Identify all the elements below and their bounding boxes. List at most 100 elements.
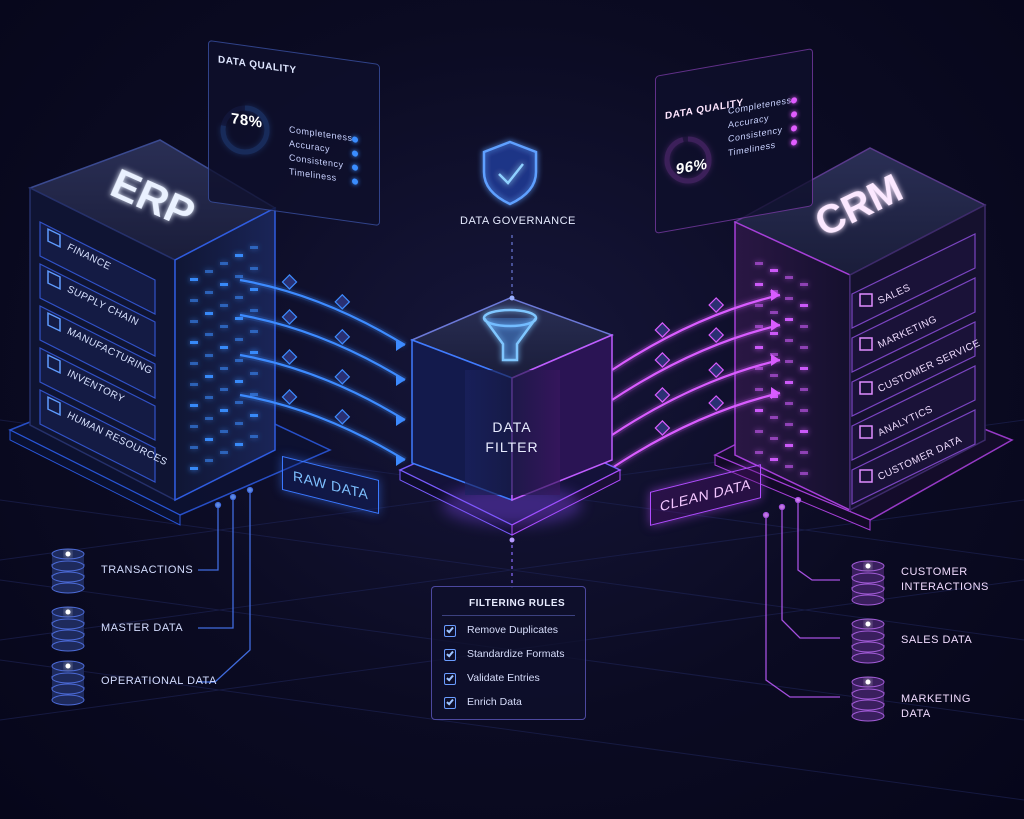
shield-check-icon (482, 140, 538, 206)
arrow-head (771, 289, 780, 301)
data-packet (708, 362, 725, 378)
module-icon (47, 353, 61, 375)
flow-arrow (611, 391, 781, 469)
arrow-head (396, 414, 405, 426)
data-packet (708, 297, 725, 313)
status-dot-icon (352, 150, 358, 157)
database-icon (51, 548, 85, 594)
data-packet (334, 293, 351, 310)
check-mark (446, 697, 454, 706)
data-packet (281, 309, 298, 325)
erp-rack-lights (190, 246, 258, 470)
status-dot-icon (791, 138, 797, 146)
filtering-rules-title: FILTERING RULES (469, 598, 566, 609)
check-mark (446, 673, 454, 682)
module-icon (859, 469, 873, 483)
filter-label-line1: DATA (492, 419, 531, 435)
database-icon (851, 560, 885, 606)
erp-quality-title: DATA QUALITY (218, 54, 297, 77)
status-dot-icon (352, 164, 358, 171)
module-icon (859, 425, 873, 439)
crm-module-tile (851, 321, 976, 417)
database-icon (51, 660, 85, 706)
status-dot-icon (791, 110, 797, 118)
erp-source-connectors (198, 486, 254, 683)
module-icon (859, 381, 873, 395)
erp-source-label: Master Data (101, 622, 184, 634)
data-packet (334, 408, 351, 425)
checkbox-checked-icon (444, 673, 456, 685)
filtering-rule-label: Standardize Formats (467, 648, 565, 660)
raw-data-flows (239, 274, 407, 466)
clean-data-flows (610, 289, 781, 471)
crm-module-tile (851, 409, 976, 505)
database-icon (851, 676, 885, 722)
data-packet (654, 352, 671, 368)
data-packet (654, 420, 671, 436)
arrow-head (396, 339, 405, 351)
data-packet (654, 322, 671, 338)
flow-arrow (239, 393, 406, 461)
funnel-icon (482, 308, 538, 362)
filtering-rule-label: Validate Entries (467, 672, 540, 684)
arrow-head (771, 319, 780, 331)
module-icon (47, 311, 61, 333)
erp-quality-percent: 78% (231, 110, 263, 132)
filter-label-line2: FILTER (485, 439, 538, 455)
status-dot-icon (791, 96, 797, 104)
module-icon (47, 395, 61, 417)
data-packet (281, 389, 298, 405)
erp-module-tile (39, 221, 156, 315)
data-packet (334, 328, 351, 345)
status-dot-icon (352, 136, 358, 143)
filtering-rule-label: Enrich Data (467, 696, 522, 708)
module-icon (47, 227, 61, 249)
arrow-head (771, 354, 780, 366)
flow-arrow (239, 353, 406, 421)
erp-quality-metric: Timeliness (289, 166, 337, 183)
erp-right-face (174, 206, 276, 502)
database-icon (51, 606, 85, 652)
flow-arrow (611, 293, 781, 371)
crm-modules (851, 233, 976, 505)
erp-source-label: Transactions (101, 564, 194, 576)
arrow-head (396, 374, 405, 386)
flow-arrow (611, 323, 781, 401)
erp-source-label: Operational Data (101, 675, 217, 687)
erp-module-tile (39, 263, 156, 357)
crm-source-label: Customer Interactions (901, 566, 989, 593)
crm-quality-percent: 96% (676, 155, 708, 179)
erp-module-tile (39, 347, 156, 441)
module-icon (859, 293, 873, 307)
checkbox-checked-icon (444, 649, 456, 661)
erp-module-tile (39, 389, 156, 483)
flow-arrow (239, 313, 406, 381)
status-dot-icon (791, 124, 797, 132)
governance-label: DATA GOVERNANCE (460, 215, 576, 227)
data-packet (334, 368, 351, 385)
checkbox-checked-icon (444, 697, 456, 709)
check-mark (446, 649, 454, 658)
crm-module-tile (851, 233, 976, 329)
erp-modules (39, 221, 156, 483)
erp-quality-metric: Accuracy (289, 138, 331, 155)
arrow-head (396, 454, 405, 466)
arrow-head (771, 387, 780, 399)
crm-source-databases (851, 560, 885, 722)
data-packet (281, 349, 298, 365)
flow-arrow (239, 278, 406, 346)
data-packet (654, 387, 671, 403)
module-icon (859, 337, 873, 351)
crm-source-label: Marketing Data (901, 693, 971, 720)
data-packet (708, 327, 725, 343)
erp-module-tile (39, 305, 156, 399)
status-dot-icon (352, 178, 358, 185)
crm-module-tile (851, 277, 976, 373)
crm-source-label: Sales Data (901, 634, 973, 646)
check-mark (446, 625, 454, 634)
data-packet (281, 274, 298, 290)
data-filter-unit: DATA FILTER (398, 297, 622, 536)
